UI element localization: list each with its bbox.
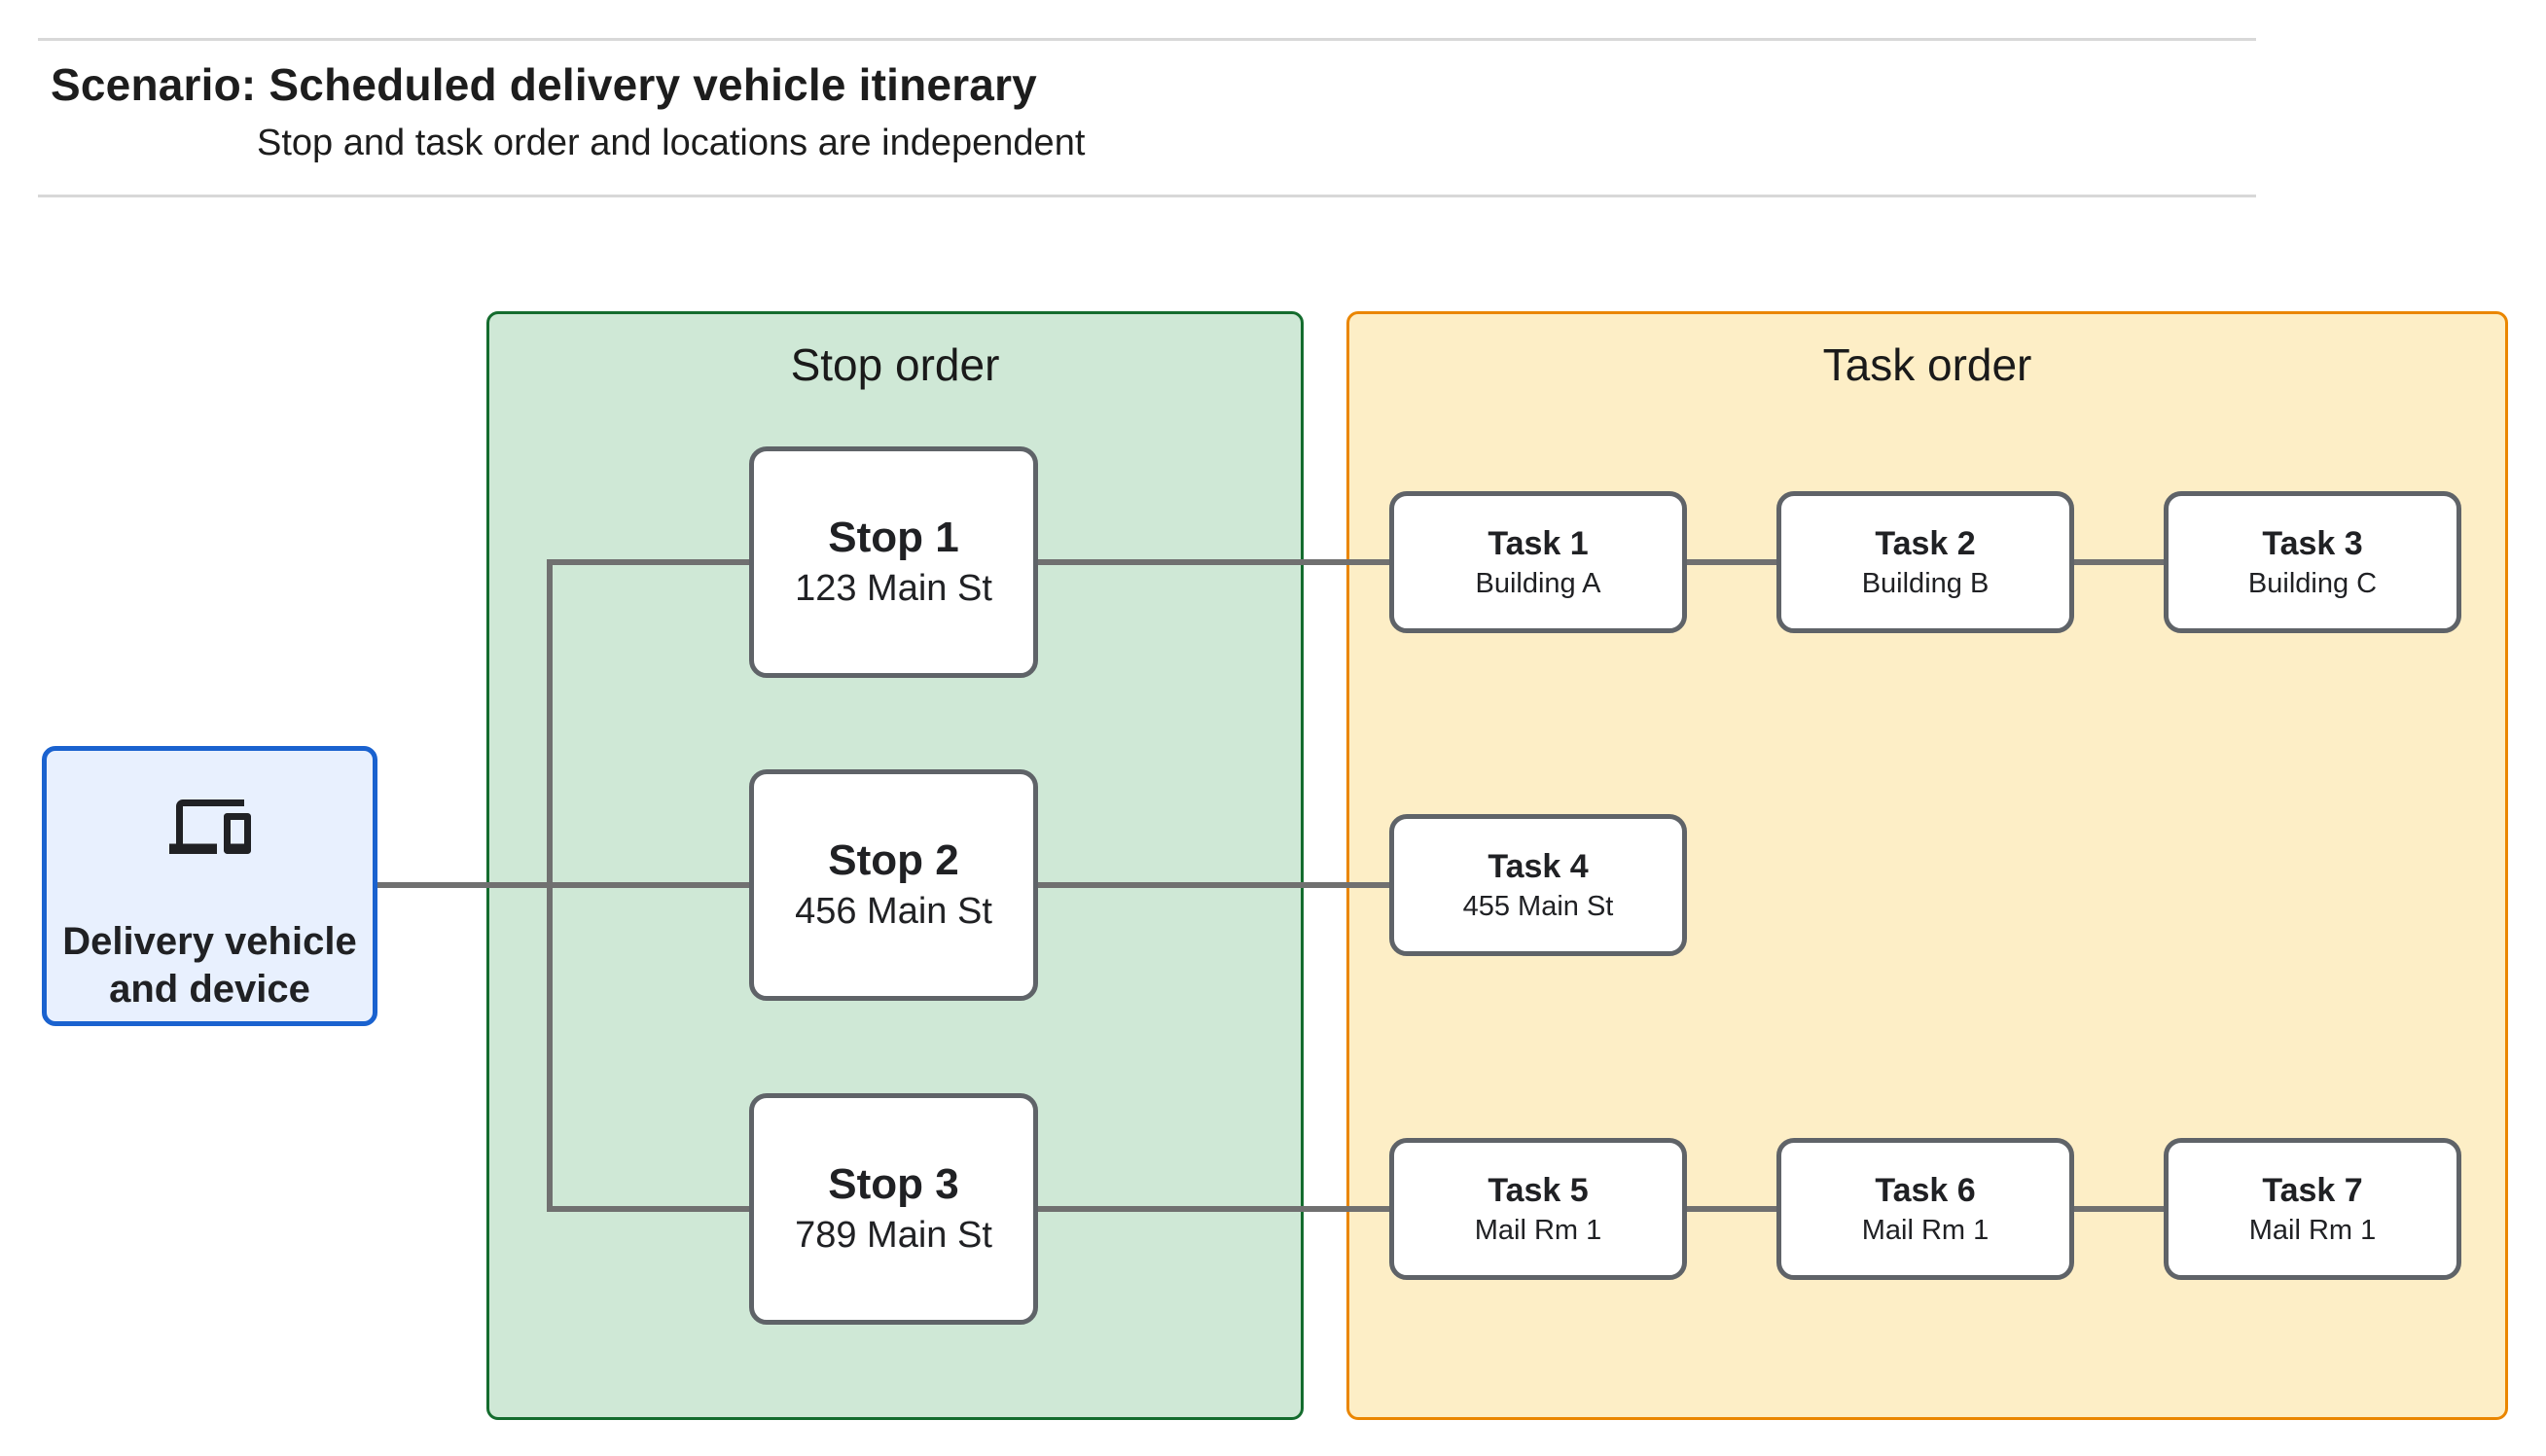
task-6-title: Task 6	[1875, 1172, 1976, 1209]
task-5-node: Task 5 Mail Rm 1	[1389, 1138, 1687, 1280]
stop-3-location: 789 Main St	[795, 1215, 992, 1256]
task-7-node: Task 7 Mail Rm 1	[2164, 1138, 2461, 1280]
connector-stop3-to-task5	[1035, 1206, 1393, 1212]
stop-3-node: Stop 3 789 Main St	[749, 1093, 1038, 1325]
stop-2-title: Stop 2	[828, 836, 959, 884]
devices-icon	[47, 786, 373, 868]
stop-order-label: Stop order	[790, 339, 1000, 390]
delivery-vehicle-label: Delivery vehicle and device	[47, 918, 373, 1013]
connector-stop1-to-task1	[1035, 559, 1393, 565]
connector-stop2-to-task4	[1035, 882, 1393, 888]
connector-trunk-to-stop3	[547, 1206, 749, 1212]
delivery-vehicle-label-line2: and device	[109, 968, 310, 1011]
task-7-title: Task 7	[2262, 1172, 2363, 1209]
stop-2-location: 456 Main St	[795, 891, 992, 932]
connector-task5-to-task6	[1683, 1206, 1780, 1212]
stop-3-title: Stop 3	[828, 1160, 959, 1208]
task-order-label: Task order	[1822, 339, 2032, 390]
header-divider-top	[38, 38, 2256, 41]
task-1-node: Task 1 Building A	[1389, 491, 1687, 633]
connector-task6-to-task7	[2070, 1206, 2168, 1212]
stop-1-location: 123 Main St	[795, 568, 992, 609]
connector-trunk-to-stop1	[547, 559, 749, 565]
task-4-node: Task 4 455 Main St	[1389, 814, 1687, 956]
task-3-node: Task 3 Building C	[2164, 491, 2461, 633]
task-6-location: Mail Rm 1	[1861, 1215, 1990, 1246]
task-2-node: Task 2 Building B	[1776, 491, 2074, 633]
connector-vehicle-to-stop2	[373, 882, 749, 888]
stop-1-title: Stop 1	[828, 514, 959, 561]
task-1-location: Building A	[1475, 568, 1601, 599]
task-6-node: Task 6 Mail Rm 1	[1776, 1138, 2074, 1280]
page-title: Scenario: Scheduled delivery vehicle iti…	[51, 59, 1037, 110]
header-divider-bottom	[38, 195, 2256, 197]
task-5-location: Mail Rm 1	[1474, 1215, 1602, 1246]
connector-task1-to-task2	[1683, 559, 1780, 565]
task-2-title: Task 2	[1875, 525, 1976, 562]
task-4-title: Task 4	[1488, 848, 1589, 885]
stop-1-node: Stop 1 123 Main St	[749, 446, 1038, 678]
task-2-location: Building B	[1861, 568, 1990, 599]
task-1-title: Task 1	[1488, 525, 1589, 562]
task-7-location: Mail Rm 1	[2248, 1215, 2377, 1246]
delivery-vehicle-node: Delivery vehicle and device	[42, 746, 377, 1026]
task-3-location: Building C	[2247, 568, 2378, 599]
delivery-vehicle-label-line1: Delivery vehicle	[62, 920, 357, 963]
task-3-title: Task 3	[2262, 525, 2363, 562]
task-4-location: 455 Main St	[1462, 891, 1614, 922]
connector-task2-to-task3	[2070, 559, 2168, 565]
page-subtitle: Stop and task order and locations are in…	[257, 123, 1086, 163]
task-5-title: Task 5	[1488, 1172, 1589, 1209]
stop-2-node: Stop 2 456 Main St	[749, 769, 1038, 1001]
